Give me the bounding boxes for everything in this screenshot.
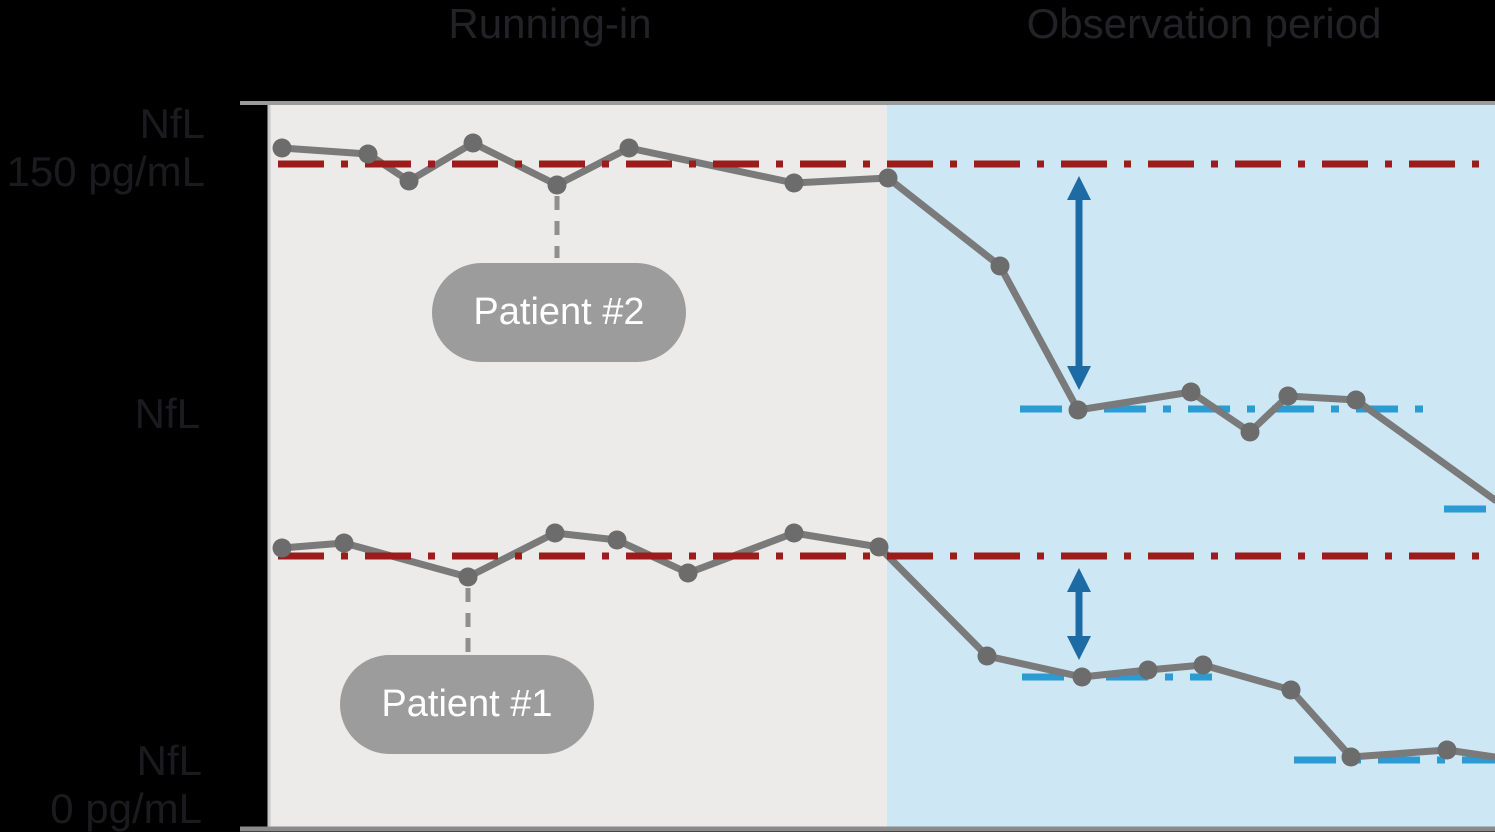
patient-2-data-point-marker bbox=[878, 168, 898, 188]
patient-2-data-point-marker bbox=[1068, 400, 1088, 420]
y-axis-label-bottom: NfL 0 pg/mL bbox=[0, 737, 202, 832]
patient-1-data-point-marker bbox=[1341, 747, 1361, 767]
patient-1-data-point-marker bbox=[784, 523, 804, 543]
patient-1-data-point-marker bbox=[458, 567, 478, 587]
patient-2-reduction-arrow-head-down bbox=[1067, 366, 1091, 390]
patient-2-data-point-marker bbox=[990, 256, 1010, 276]
patient-1-reduction-arrow-head-down bbox=[1067, 636, 1091, 660]
patient-2-data-point-marker bbox=[463, 133, 483, 153]
patient-1-data-point-marker bbox=[545, 523, 565, 543]
patient-1-data-point-marker bbox=[1138, 660, 1158, 680]
patient-1-data-point-marker bbox=[334, 533, 354, 553]
y-axis-label-middle: NfL bbox=[134, 390, 200, 437]
y-axis-label-top: NfL 150 pg/mL bbox=[0, 100, 205, 196]
patient-1-data-point-marker bbox=[1193, 655, 1213, 675]
patient-1-data-point-marker bbox=[1437, 740, 1457, 760]
patient-2-data-point-marker bbox=[358, 144, 378, 164]
patient-2-data-point-marker bbox=[1346, 390, 1366, 410]
patient-1-label-pill: Patient #1 bbox=[340, 654, 594, 754]
y-axis-label-top-line1: NfL bbox=[139, 100, 205, 147]
patient-2-data-point-marker bbox=[1240, 422, 1260, 442]
patient-2-label-pill: Patient #2 bbox=[432, 262, 686, 362]
patient-2-data-point-marker bbox=[272, 138, 292, 158]
y-axis-label-top-line2: 150 pg/mL bbox=[6, 148, 205, 195]
patient-2-data-point-marker bbox=[547, 175, 567, 195]
patient-2-data-point-marker bbox=[1278, 386, 1298, 406]
patient-2-data-point-marker bbox=[399, 171, 419, 191]
patient-1-nfl-line bbox=[278, 529, 1495, 761]
patient-2-data-point-marker bbox=[619, 138, 639, 158]
observation-region bbox=[887, 104, 1495, 829]
patient-1-data-point-marker bbox=[678, 563, 698, 583]
patient-1-data-point-marker bbox=[1281, 680, 1301, 700]
patient-1-data-point-marker bbox=[607, 530, 627, 550]
running-in-period-title: Running-in bbox=[448, 0, 652, 47]
y-axis-label-bottom-line1: NfL bbox=[136, 737, 202, 784]
y-axis-label-bottom-line2: 0 pg/mL bbox=[50, 785, 202, 832]
patient-1-data-point-marker bbox=[272, 538, 292, 558]
observation-period-title: Observation period bbox=[1026, 0, 1382, 47]
patient-2-reduction-arrow-head-up bbox=[1067, 176, 1091, 200]
patient-1-reduction-arrow-head-up bbox=[1067, 568, 1091, 592]
patient-2-data-point-marker bbox=[784, 173, 804, 193]
patient-1-data-point-marker bbox=[977, 646, 997, 666]
patient-2-data-point-marker bbox=[1181, 382, 1201, 402]
patient-1-data-point-marker bbox=[1072, 667, 1092, 687]
patient-1-data-point-marker bbox=[869, 537, 889, 557]
